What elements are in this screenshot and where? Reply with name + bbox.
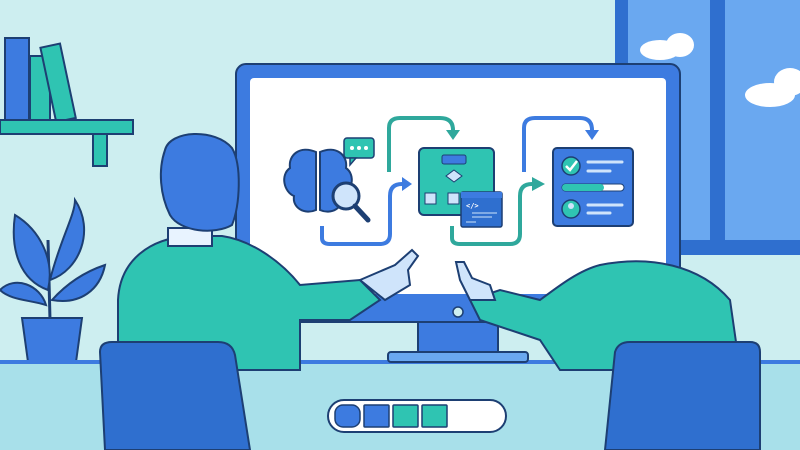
person-left bbox=[117, 133, 420, 371]
code-label: </> bbox=[466, 202, 479, 210]
chair-right bbox=[603, 341, 761, 450]
arrow-icon bbox=[320, 116, 594, 246]
magnifier-icon bbox=[331, 181, 371, 223]
bookshelf bbox=[0, 37, 134, 167]
checkmark-icon bbox=[561, 156, 581, 176]
progress-bar bbox=[327, 399, 507, 433]
progress-segment bbox=[392, 404, 419, 428]
window bbox=[615, 0, 800, 255]
card-progress-fill bbox=[562, 184, 604, 191]
progress-segment bbox=[363, 404, 390, 428]
chat-bubble-icon bbox=[343, 137, 375, 168]
screen-content: </> bbox=[283, 116, 634, 246]
code-window-icon: </> bbox=[460, 191, 503, 228]
chair-left bbox=[98, 341, 252, 450]
checklist-card bbox=[552, 147, 634, 227]
progress-segment bbox=[334, 404, 361, 428]
progress-segment bbox=[421, 404, 448, 428]
